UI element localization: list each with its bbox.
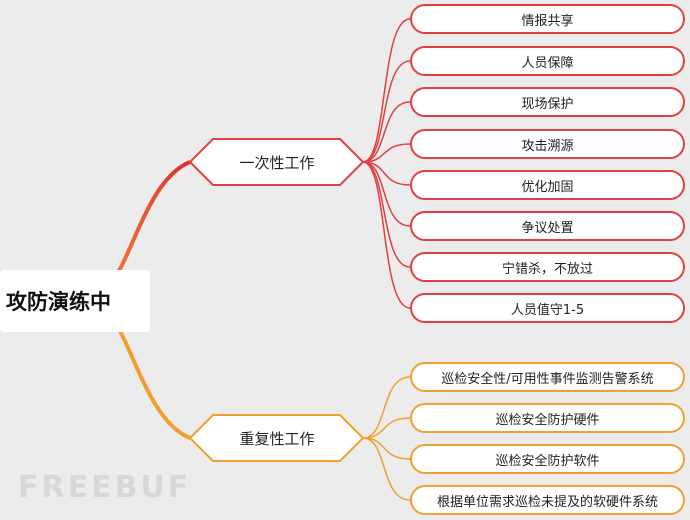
leaf-label: 根据单位需求巡检未提及的软硬件系统 <box>436 494 658 510</box>
leaf-label: 巡检安全防护硬件 <box>495 412 600 428</box>
leaf-label: 现场保护 <box>521 96 574 112</box>
leaf-label: 巡检安全防护软件 <box>495 453 600 469</box>
branch-to-leaf-connector <box>362 437 411 460</box>
root-node[interactable]: 攻防演练中 <box>0 270 150 332</box>
freebuf-watermark: FREEBUF <box>18 470 192 505</box>
leaf-node[interactable]: 巡检安全防护软件 <box>410 444 685 474</box>
branch-to-leaf-connector <box>362 437 411 501</box>
leaf-label: 人员保障 <box>521 55 574 71</box>
leaf-label: 争议处置 <box>521 220 574 236</box>
leaf-node[interactable]: 优化加固 <box>410 170 685 200</box>
leaf-node[interactable]: 巡检安全性/可用性事件监测告警系统 <box>410 362 685 392</box>
branch-to-leaf-connector <box>362 143 411 163</box>
leaf-label: 优化加固 <box>521 179 574 195</box>
leaf-node[interactable]: 人员值守1-5 <box>410 293 685 323</box>
leaf-label: 宁错杀，不放过 <box>501 261 593 277</box>
branch-to-leaf-connector <box>362 161 411 186</box>
leaf-node[interactable]: 根据单位需求巡检未提及的软硬件系统 <box>410 485 685 515</box>
leaf-label: 攻击溯源 <box>521 138 574 154</box>
leaf-node[interactable]: 宁错杀，不放过 <box>410 252 685 282</box>
branch-to-leaf-connector <box>362 417 411 439</box>
branch-to-leaf-connector <box>362 101 411 163</box>
branch-to-leaf-connector <box>362 161 411 309</box>
root-node-label: 攻防演练中 <box>6 290 111 314</box>
branch-to-leaf-connector <box>362 161 411 227</box>
leaf-label: 情报共享 <box>521 13 574 29</box>
branch-to-leaf-connector <box>362 60 411 163</box>
leaf-label: 人员值守1-5 <box>510 302 585 318</box>
branch-to-leaf-connector <box>362 376 411 439</box>
leaf-node[interactable]: 攻击溯源 <box>410 129 685 159</box>
leaf-node[interactable]: 人员保障 <box>410 46 685 76</box>
leaf-node[interactable]: 现场保护 <box>410 87 685 117</box>
leaf-node[interactable]: 情报共享 <box>410 4 685 34</box>
leaf-label: 巡检安全性/可用性事件监测告警系统 <box>441 371 654 387</box>
leaf-node[interactable]: 争议处置 <box>410 211 685 241</box>
branch-to-leaf-connector <box>362 18 411 163</box>
branch-1-label[interactable]: 一次性工作 <box>239 153 315 172</box>
branch-2-label[interactable]: 重复性工作 <box>239 429 315 448</box>
leaf-node[interactable]: 巡检安全防护硬件 <box>410 403 685 433</box>
